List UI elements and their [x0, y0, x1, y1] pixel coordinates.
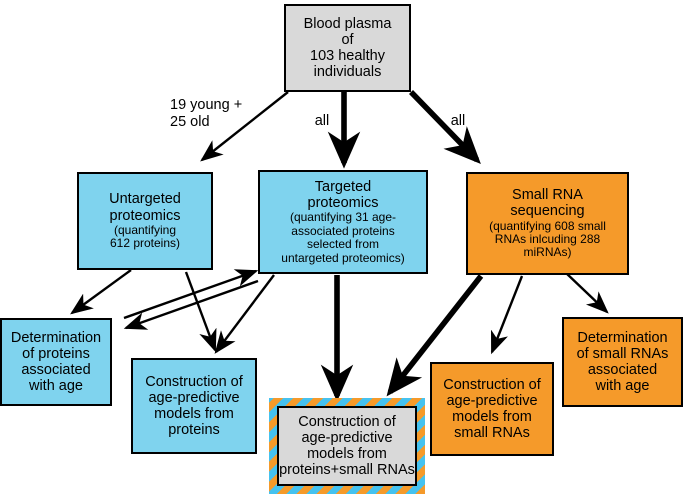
- node-models-combined-inner: Construction of age-predictive models fr…: [277, 406, 417, 486]
- edge-smallrna-to-determination-smallrna: [564, 271, 609, 314]
- node-models-from-small-rnas[interactable]: Construction of age-predictive models fr…: [430, 362, 554, 456]
- node-determination-small-rnas-age[interactable]: Determination of small RNAs associated w…: [562, 317, 683, 407]
- node-targeted-proteomics-title: Targeted proteomics: [307, 178, 379, 212]
- edge-smallrna-to-combined-models: [386, 274, 484, 397]
- edge-label-right: all: [450, 113, 466, 129]
- edge-label-middle: all: [314, 113, 330, 129]
- node-untargeted-proteomics-detail: (quantifying 612 proteins): [109, 222, 181, 251]
- edge-determination-proteins-to-targeted: [123, 269, 259, 320]
- edge-plasma-to-smallrna: [408, 90, 481, 165]
- node-small-rna-sequencing-title: Small RNA sequencing: [510, 187, 585, 220]
- node-untargeted-proteomics-title: Untargeted proteomics: [109, 191, 181, 224]
- node-determination-proteins-age-title: Determination of proteins associated wit…: [10, 329, 102, 395]
- node-small-rna-sequencing-detail: (quantifying 608 small RNAs inlcuding 28…: [489, 218, 606, 260]
- edge-targeted-to-models-proteins: [214, 274, 275, 354]
- node-targeted-proteomics-detail: (quantifying 31 age- associated proteins…: [281, 210, 405, 265]
- edge-smallrna-to-models-smallrna: [490, 275, 524, 355]
- node-determination-small-rnas-age-title: Determination of small RNAs associated w…: [576, 329, 669, 395]
- node-small-rna-sequencing[interactable]: Small RNA sequencing (quantifying 608 sm…: [466, 172, 629, 275]
- edge-untargeted-to-determination-proteins: [70, 269, 132, 315]
- node-targeted-proteomics[interactable]: Targeted proteomics (quantifying 31 age-…: [258, 170, 428, 274]
- node-blood-plasma[interactable]: Blood plasma of 103 healthy individuals: [284, 4, 411, 92]
- node-models-from-proteins[interactable]: Construction of age-predictive models fr…: [131, 358, 257, 454]
- edge-plasma-to-untargeted: [200, 91, 289, 162]
- node-models-combined-title: Construction of age-predictive models fr…: [279, 413, 415, 479]
- node-models-from-proteins-and-small-rnas[interactable]: Construction of age-predictive models fr…: [269, 398, 425, 494]
- node-untargeted-proteomics[interactable]: Untargeted proteomics (quantifying 612 p…: [77, 172, 213, 270]
- node-blood-plasma-title: Blood plasma of 103 healthy individuals: [303, 15, 392, 81]
- node-models-from-small-rnas-title: Construction of age-predictive models fr…: [443, 376, 541, 442]
- edge-untargeted-to-models-proteins: [184, 271, 217, 353]
- node-models-from-proteins-title: Construction of age-predictive models fr…: [145, 373, 243, 439]
- edge-label-left: 19 young + 25 old: [170, 97, 243, 130]
- node-determination-proteins-age[interactable]: Determination of proteins associated wit…: [0, 318, 112, 406]
- edge-targeted-to-determination-proteins: [123, 279, 259, 330]
